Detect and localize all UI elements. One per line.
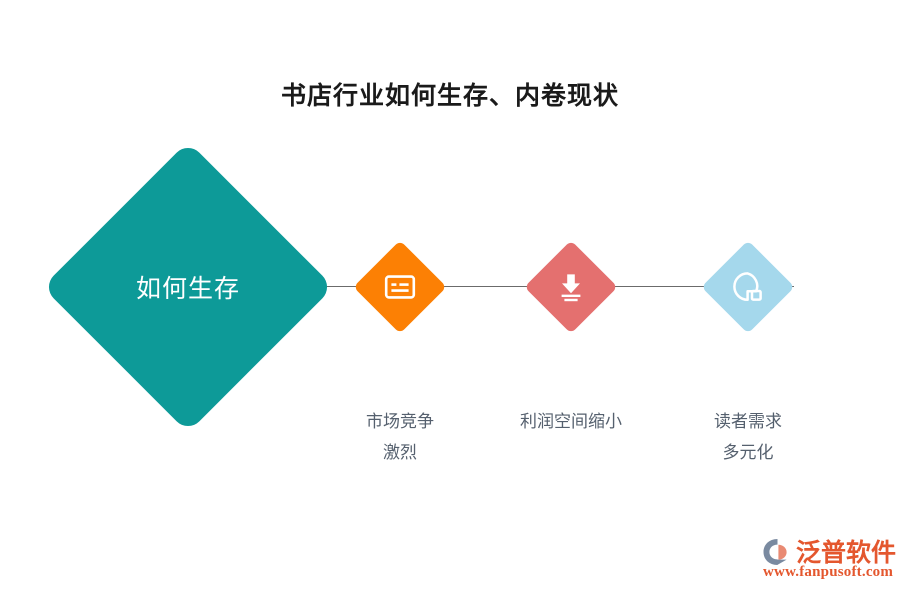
watermark-logo: 泛普软件 www.fanpusoft.com (762, 533, 896, 587)
node-2-diamond-shape (524, 240, 618, 334)
node-1-caption: 市场竞争 激烈 (366, 412, 434, 462)
node-market-competition[interactable] (353, 240, 447, 334)
node-2-caption: 利润空间缩小 (520, 412, 622, 431)
node-3-diamond-shape (701, 240, 795, 334)
root-node-diamond[interactable] (42, 141, 334, 433)
connector-line-root-to-node-1 (322, 286, 358, 288)
node-profit-margin[interactable] (524, 240, 618, 334)
connector-line-node-1-to-node-2 (443, 286, 529, 288)
node-3-caption: 读者需求 多元化 (714, 412, 782, 462)
brand-name: 泛普软件 (796, 540, 897, 567)
page-title: 书店行业如何生存、内卷现状 (280, 83, 619, 110)
brand-url: www.fanpusoft.com (763, 564, 894, 580)
connector-line-node-2-to-node-3 (614, 286, 706, 288)
node-1-diamond-shape (353, 240, 447, 334)
node-reader-demand[interactable] (701, 240, 795, 334)
brand-mark-icon (762, 537, 794, 567)
